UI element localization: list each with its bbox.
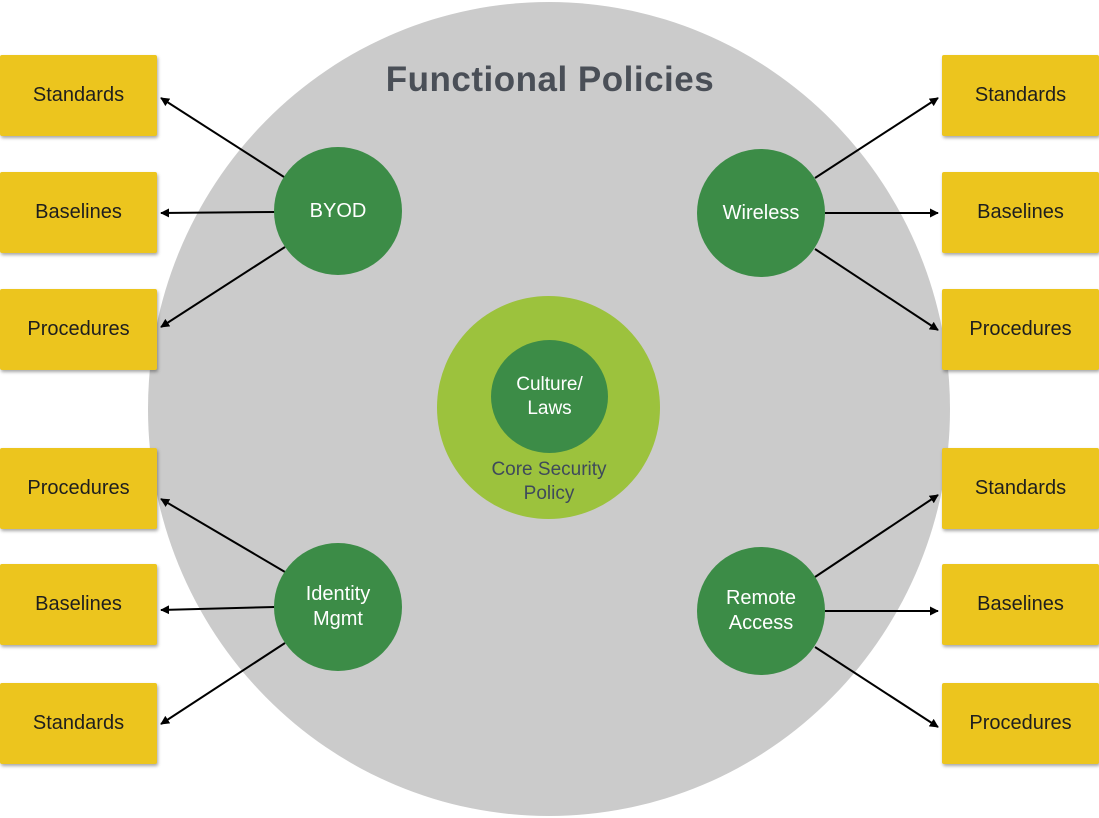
- box-byod-baselines: Baselines: [0, 172, 157, 253]
- node-remote-access: Remote Access: [697, 547, 825, 675]
- arrow-remote-procedures: [814, 646, 939, 728]
- box-identity-standards: Standards: [0, 683, 157, 764]
- arrow-byod-standards: [160, 97, 285, 178]
- box-wireless-standards: Standards: [942, 55, 1099, 136]
- arrow-wireless-standards: [814, 97, 939, 179]
- culture-laws-circle: Culture/ Laws: [491, 340, 608, 453]
- arrow-remote-standards: [814, 494, 939, 578]
- box-remote-baselines: Baselines: [942, 564, 1099, 645]
- box-wireless-baselines: Baselines: [942, 172, 1099, 253]
- box-identity-procedures: Procedures: [0, 448, 157, 529]
- box-byod-procedures: Procedures: [0, 289, 157, 370]
- arrow-byod-baselines: [160, 208, 276, 218]
- arrow-byod-procedures: [160, 246, 286, 328]
- arrow-identity-standards: [160, 642, 286, 725]
- diagram-title: Functional Policies: [385, 60, 715, 99]
- node-identity-mgmt-label: Identity Mgmt: [305, 583, 371, 630]
- box-wireless-procedures: Procedures: [942, 289, 1099, 370]
- node-wireless: Wireless: [697, 149, 825, 277]
- node-identity-mgmt: Identity Mgmt: [274, 543, 402, 671]
- box-remote-standards: Standards: [942, 448, 1099, 529]
- node-byod-label: BYOD: [309, 199, 367, 222]
- node-remote-access-label: Remote Access: [725, 587, 797, 634]
- culture-laws-label: Culture/ Laws: [516, 373, 583, 419]
- node-byod: BYOD: [274, 147, 402, 275]
- arrow-wireless-procedures: [814, 248, 939, 331]
- node-wireless-label: Wireless: [722, 201, 800, 224]
- arrow-identity-procedures: [160, 498, 286, 573]
- box-identity-baselines: Baselines: [0, 564, 157, 645]
- arrow-identity-baselines: [160, 605, 276, 615]
- core-security-policy-label: Core Security Policy: [491, 459, 607, 504]
- box-remote-procedures: Procedures: [942, 683, 1099, 764]
- box-byod-standards: Standards: [0, 55, 157, 136]
